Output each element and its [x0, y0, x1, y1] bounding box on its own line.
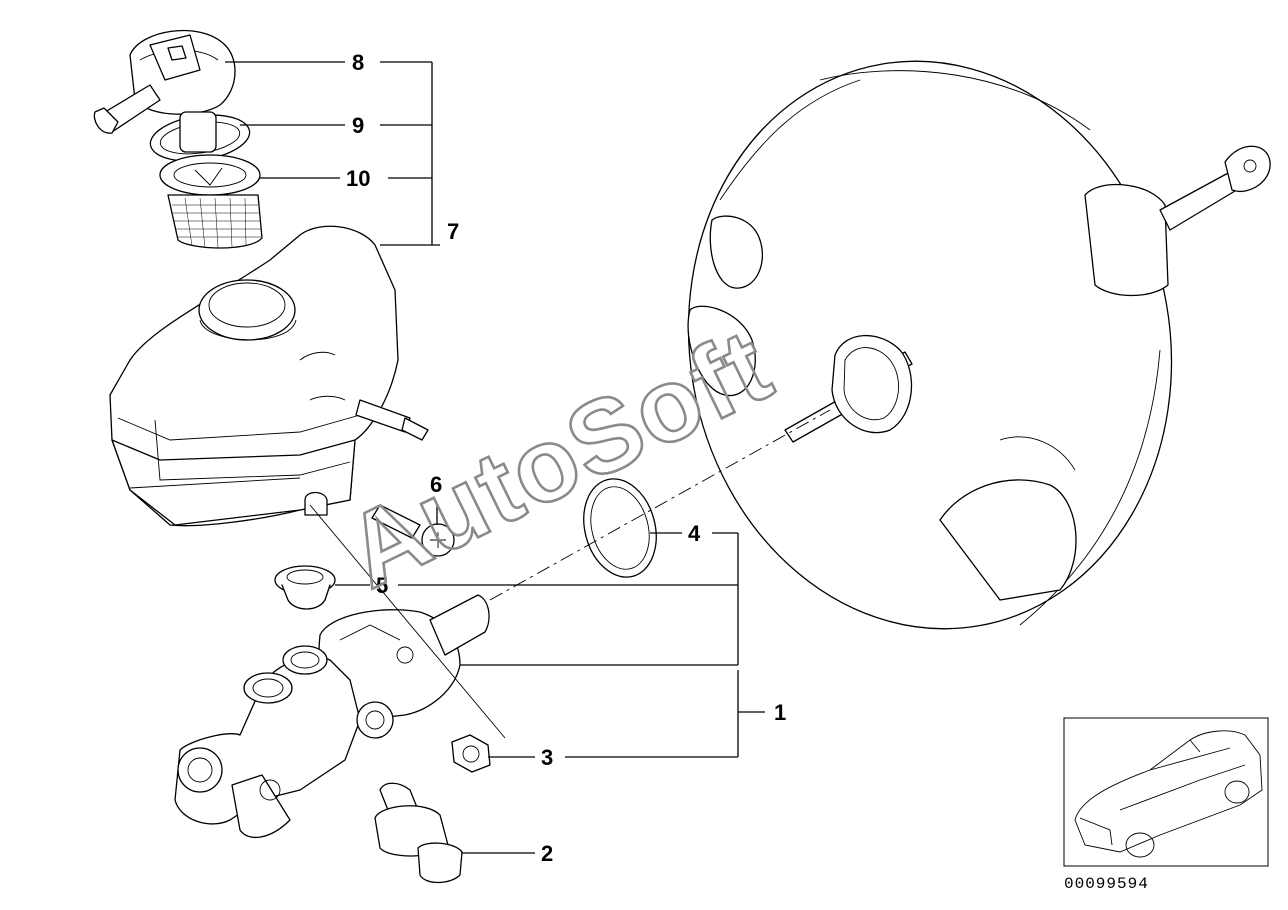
document-number: 00099594 [1064, 875, 1149, 893]
hex-nut [451, 734, 491, 773]
callout-7: 7 [447, 219, 459, 244]
strainer [159, 154, 263, 249]
callout-9: 9 [352, 113, 364, 138]
brake-booster [687, 60, 1271, 630]
leader-lines [225, 61, 765, 854]
o-ring [583, 478, 657, 578]
screw [371, 504, 455, 557]
sealing-ring [149, 111, 251, 162]
pressure-switch [374, 782, 463, 884]
vehicle-thumbnail [1063, 717, 1269, 867]
callout-labels: 1 2 3 4 5 6 7 8 9 10 [346, 50, 786, 866]
callout-6: 6 [430, 472, 442, 497]
callout-5: 5 [376, 573, 388, 598]
callout-10: 10 [346, 166, 370, 191]
car-icon [1074, 730, 1263, 858]
callout-2: 2 [541, 841, 553, 866]
reservoir-cap [93, 29, 236, 134]
master-cylinder [174, 594, 490, 839]
callout-4: 4 [688, 521, 701, 546]
brake-fluid-reservoir [109, 225, 429, 527]
grommet [274, 565, 336, 610]
callout-3: 3 [541, 745, 553, 770]
callout-8: 8 [352, 50, 364, 75]
assembly-axis [309, 409, 831, 739]
callout-1: 1 [774, 700, 786, 725]
